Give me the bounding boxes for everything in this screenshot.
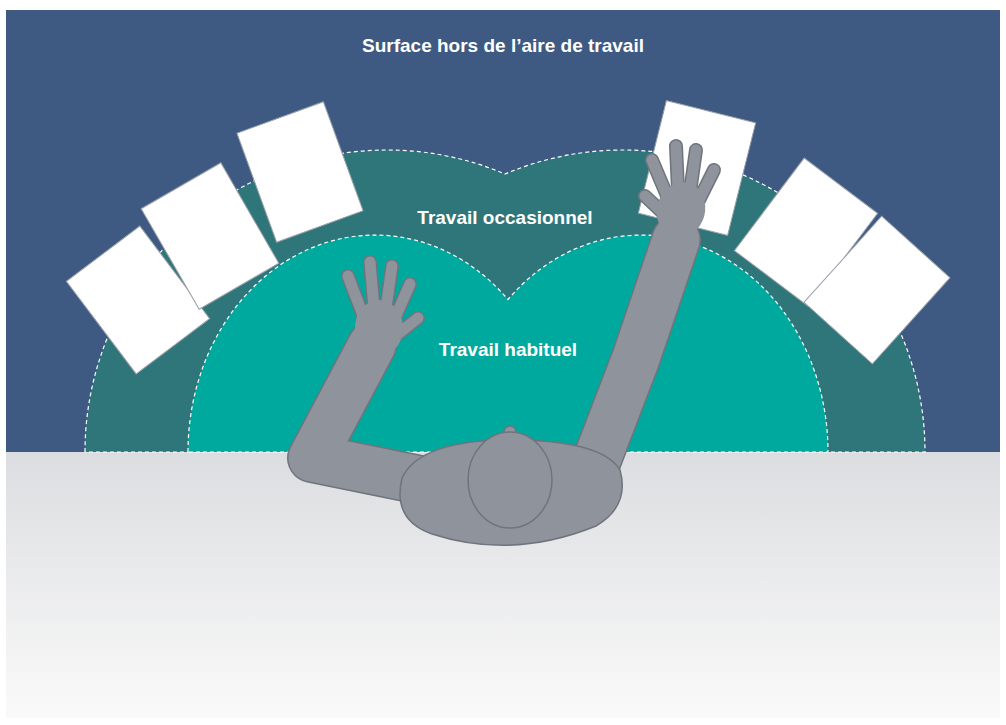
arm-outline	[312, 345, 430, 482]
person-figure	[312, 146, 714, 545]
head	[468, 432, 552, 528]
palm	[651, 177, 712, 244]
palm	[355, 300, 403, 356]
arm	[312, 345, 430, 482]
paper-sheet	[237, 102, 363, 242]
paper-sheet	[66, 226, 209, 374]
paper-sheet	[804, 216, 950, 364]
paper-sheet	[734, 158, 877, 306]
fingers	[348, 146, 714, 334]
paper-sheet	[638, 101, 755, 236]
zone-region: Surface hors de l’aire de travailTravail…	[6, 10, 1000, 452]
zone-region: Travail habituel	[188, 235, 828, 452]
arm	[590, 240, 676, 478]
zone-outline	[85, 150, 925, 452]
zone-label: Travail habituel	[188, 339, 828, 361]
zone-label: Surface hors de l’aire de travail	[6, 35, 1000, 57]
paper-sheet	[141, 163, 279, 309]
desk-surface	[6, 452, 1000, 718]
zone-outline	[188, 235, 828, 452]
torso	[400, 440, 622, 545]
arm-outline	[590, 240, 676, 478]
finger-outlines	[348, 146, 714, 334]
paper-sheets	[66, 101, 950, 374]
zone-label: Travail occasionnel	[85, 207, 925, 229]
zone-region: Travail occasionnelTravail habituel	[85, 150, 925, 452]
nose	[504, 426, 516, 438]
